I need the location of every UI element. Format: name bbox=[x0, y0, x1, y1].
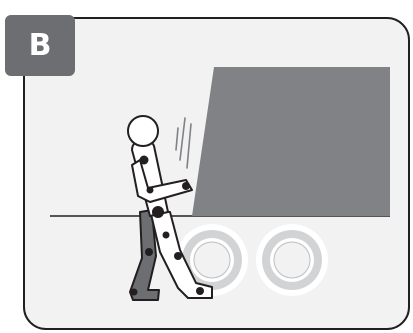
figure-back-leg bbox=[129, 209, 160, 301]
figure-head bbox=[127, 115, 159, 147]
panel-label-text: B bbox=[28, 28, 52, 63]
truck-body bbox=[192, 67, 390, 216]
truck-wheel-front bbox=[176, 224, 248, 296]
person-pushing-icon bbox=[127, 115, 213, 301]
truck-icon bbox=[176, 67, 390, 296]
truck-wheel-rear bbox=[256, 224, 328, 296]
motion-lines-icon bbox=[175, 117, 192, 169]
figure-joints bbox=[130, 155, 204, 296]
panel-label-badge: B bbox=[5, 15, 75, 76]
